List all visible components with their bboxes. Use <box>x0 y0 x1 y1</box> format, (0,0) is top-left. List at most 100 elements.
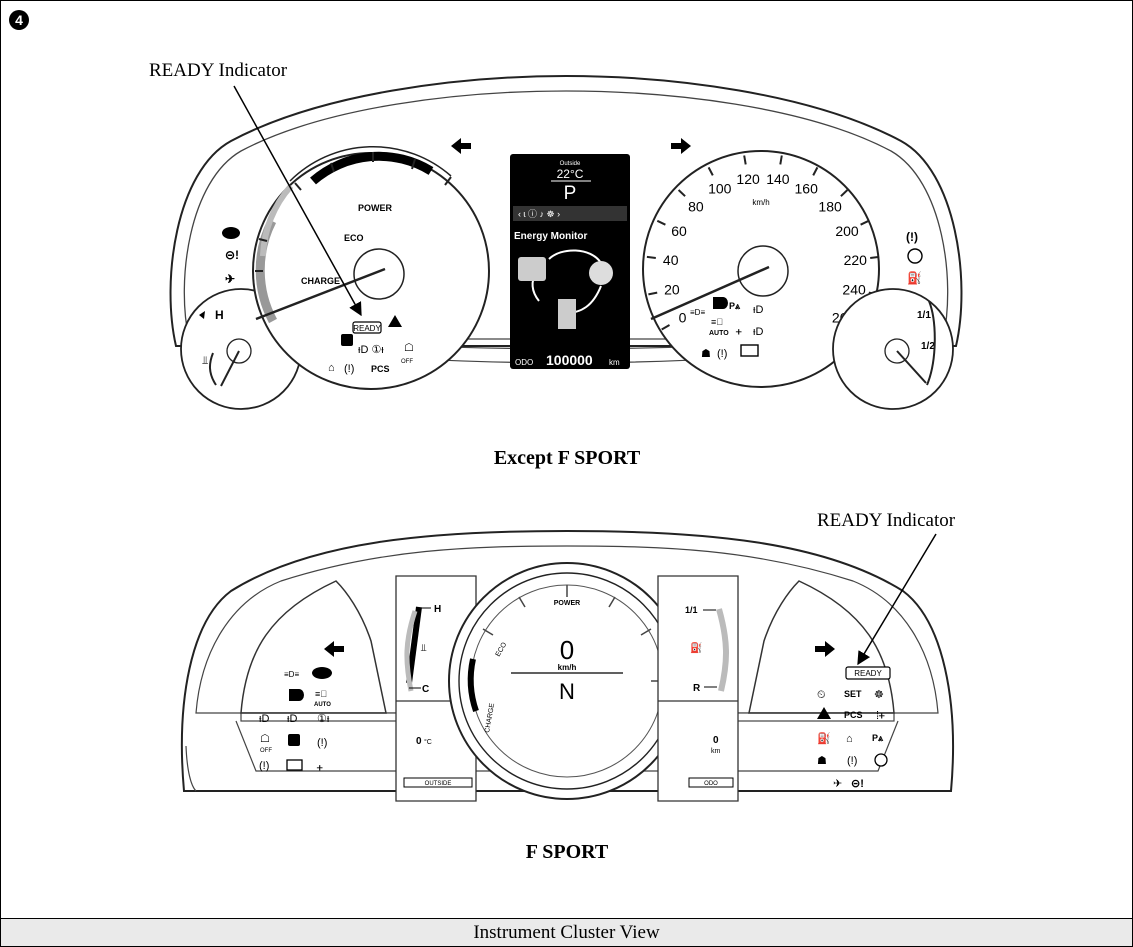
instrument-cluster-illustration: 4 H ⫫ POWER ECO CHARGE <box>9 10 963 863</box>
speedometer-tick-label: 240 <box>842 282 866 298</box>
svg-text:①ᵻ: ①ᵻ <box>317 713 330 725</box>
abs-icon <box>907 248 923 264</box>
svg-text:AUTO: AUTO <box>314 702 331 708</box>
svg-text:4: 4 <box>15 12 23 28</box>
svg-text:⛽: ⛽ <box>817 732 831 745</box>
svg-text:POWER: POWER <box>358 203 393 213</box>
fuel-gauge: 1/1 1/2 <box>832 288 954 410</box>
speedometer-tick-label: 40 <box>663 252 679 268</box>
cluster-standard: H ⫫ POWER ECO CHARGE <box>149 60 963 469</box>
speedometer-tick-mark <box>648 291 658 296</box>
tpms-warning-icon: ⊝! <box>225 248 239 262</box>
svg-text:Outside: Outside <box>560 161 581 167</box>
svg-text:OFF: OFF <box>401 359 413 365</box>
svg-text:⛽: ⛽ <box>690 641 702 654</box>
headlight-icon-fsport <box>289 689 304 701</box>
svg-text:SET: SET <box>844 689 862 699</box>
svg-text:⫫: ⫫ <box>421 643 427 654</box>
svg-text:(!): (!) <box>317 737 327 749</box>
svg-text:ECO: ECO <box>344 233 364 243</box>
speedometer-tick-label: 100 <box>708 181 732 197</box>
ev-icon-fsport <box>312 667 332 679</box>
vsc-off-icon: ☖ <box>260 733 270 745</box>
svg-text:ODO: ODO <box>515 358 533 367</box>
speedometer: km/h 02040608010012014016018020022024026… <box>642 150 880 388</box>
fsport-central-meter: POWER ECO CHARGE 0 km/h N <box>448 562 686 800</box>
svg-text:1/1: 1/1 <box>685 605 698 615</box>
svg-text:PCS: PCS <box>844 710 863 720</box>
svg-text:ᚐ: ᚐ <box>316 762 323 774</box>
svg-text:CHARGE: CHARGE <box>301 276 340 286</box>
speedometer-tick-mark <box>860 219 870 226</box>
svg-text:km/h: km/h <box>752 198 769 207</box>
speedometer-tick-mark <box>870 255 880 259</box>
svg-text:H: H <box>434 604 441 615</box>
turn-right-icon-fsport <box>815 641 835 657</box>
battery-icon <box>740 344 759 357</box>
parking-brake-icon: ᵻD <box>753 326 763 338</box>
svg-text:☸: ☸ <box>874 689 884 701</box>
right-warning-icons: (!) ⛽ <box>906 230 923 285</box>
svg-text:0: 0 <box>416 736 422 747</box>
speedometer-tick-label: 0 <box>679 310 687 326</box>
except-fsport-label: Except F SPORT <box>494 447 641 469</box>
brake-icon: (!) <box>344 363 354 375</box>
ready-indicator-fsport <box>845 666 891 680</box>
svg-text:READY: READY <box>854 669 882 678</box>
master-warning-icon <box>388 315 402 327</box>
tire-pressure-icon: (!) <box>906 230 918 244</box>
svg-text:km: km <box>711 748 721 755</box>
speedometer-tick-mark <box>646 255 656 259</box>
speedometer-tick-mark <box>707 166 714 176</box>
speedometer-tick-label: 160 <box>795 181 819 197</box>
svg-text:READY: READY <box>353 324 381 333</box>
fog-light-icon: ᵻD <box>753 304 763 316</box>
svg-text:POWER: POWER <box>554 600 580 607</box>
hybrid-system-gauge: POWER ECO CHARGE READY ᵻD ①ᵻ ⌂ (!) PCS ☖ <box>252 146 490 390</box>
step-number-badge: 4 <box>9 10 29 30</box>
svg-text:PCS: PCS <box>371 364 390 374</box>
speedometer-tick-label: 140 <box>766 171 790 187</box>
svg-text:1/2: 1/2 <box>921 341 935 352</box>
svg-text:⊝!: ⊝! <box>851 778 864 790</box>
headlight-icon <box>713 297 728 309</box>
brake-icon-2: (!) <box>717 348 727 360</box>
speedometer-tick-label: 180 <box>818 199 842 215</box>
svg-text:km/h: km/h <box>558 663 577 672</box>
airbag-icon: ✈ <box>225 272 235 286</box>
ev-icon <box>222 227 240 239</box>
svg-text:OUTSIDE: OUTSIDE <box>425 781 452 787</box>
svg-text:R: R <box>693 683 701 694</box>
turn-left-icon <box>451 138 471 154</box>
svg-text:(!): (!) <box>847 755 857 767</box>
speedometer-tick-label: 120 <box>736 171 760 187</box>
svg-text:⏲: ⏲ <box>817 689 826 701</box>
speedometer-tick-mark <box>661 324 670 331</box>
ready-indicator-callout-bottom: READY Indicator <box>817 510 956 531</box>
ready-indicator: READY <box>352 321 382 334</box>
fsport-left-panel: H ⫫ C 0 °C OUTSIDE <box>395 575 477 802</box>
speedometer-tick-mark <box>779 155 783 165</box>
turn-right-icon <box>671 138 691 154</box>
speedometer-tick-mark <box>677 189 686 197</box>
svg-text:≡⃝: ≡⃝ <box>711 317 723 327</box>
speedometer-tick-label: 220 <box>844 252 868 268</box>
speedometer-tick-mark <box>656 219 666 226</box>
speedometer-tick-mark <box>840 189 849 197</box>
svg-text:AUTO: AUTO <box>709 330 729 337</box>
svg-text:ODO: ODO <box>704 781 718 787</box>
svg-text:OFF: OFF <box>260 748 272 754</box>
svg-text:P⩓: P⩓ <box>872 733 884 743</box>
speedometer-tick-mark <box>812 166 819 176</box>
svg-text:≡⃝: ≡⃝ <box>315 689 327 699</box>
fsport-right-panel: 1/1 ⛽ R 0 km ODO <box>657 575 739 802</box>
svg-text:✈: ✈ <box>833 778 842 790</box>
figure-caption: Instrument Cluster View <box>473 922 660 943</box>
speedometer-tick-label: 60 <box>671 223 687 239</box>
svg-text:‹ ɩ ⓘ ♪ ☸ ›: ‹ ɩ ⓘ ♪ ☸ › <box>518 209 560 219</box>
speedometer-tick-label: 20 <box>664 282 680 298</box>
svg-text:P⩓: P⩓ <box>729 301 741 311</box>
speedometer-tick-mark <box>743 155 747 165</box>
